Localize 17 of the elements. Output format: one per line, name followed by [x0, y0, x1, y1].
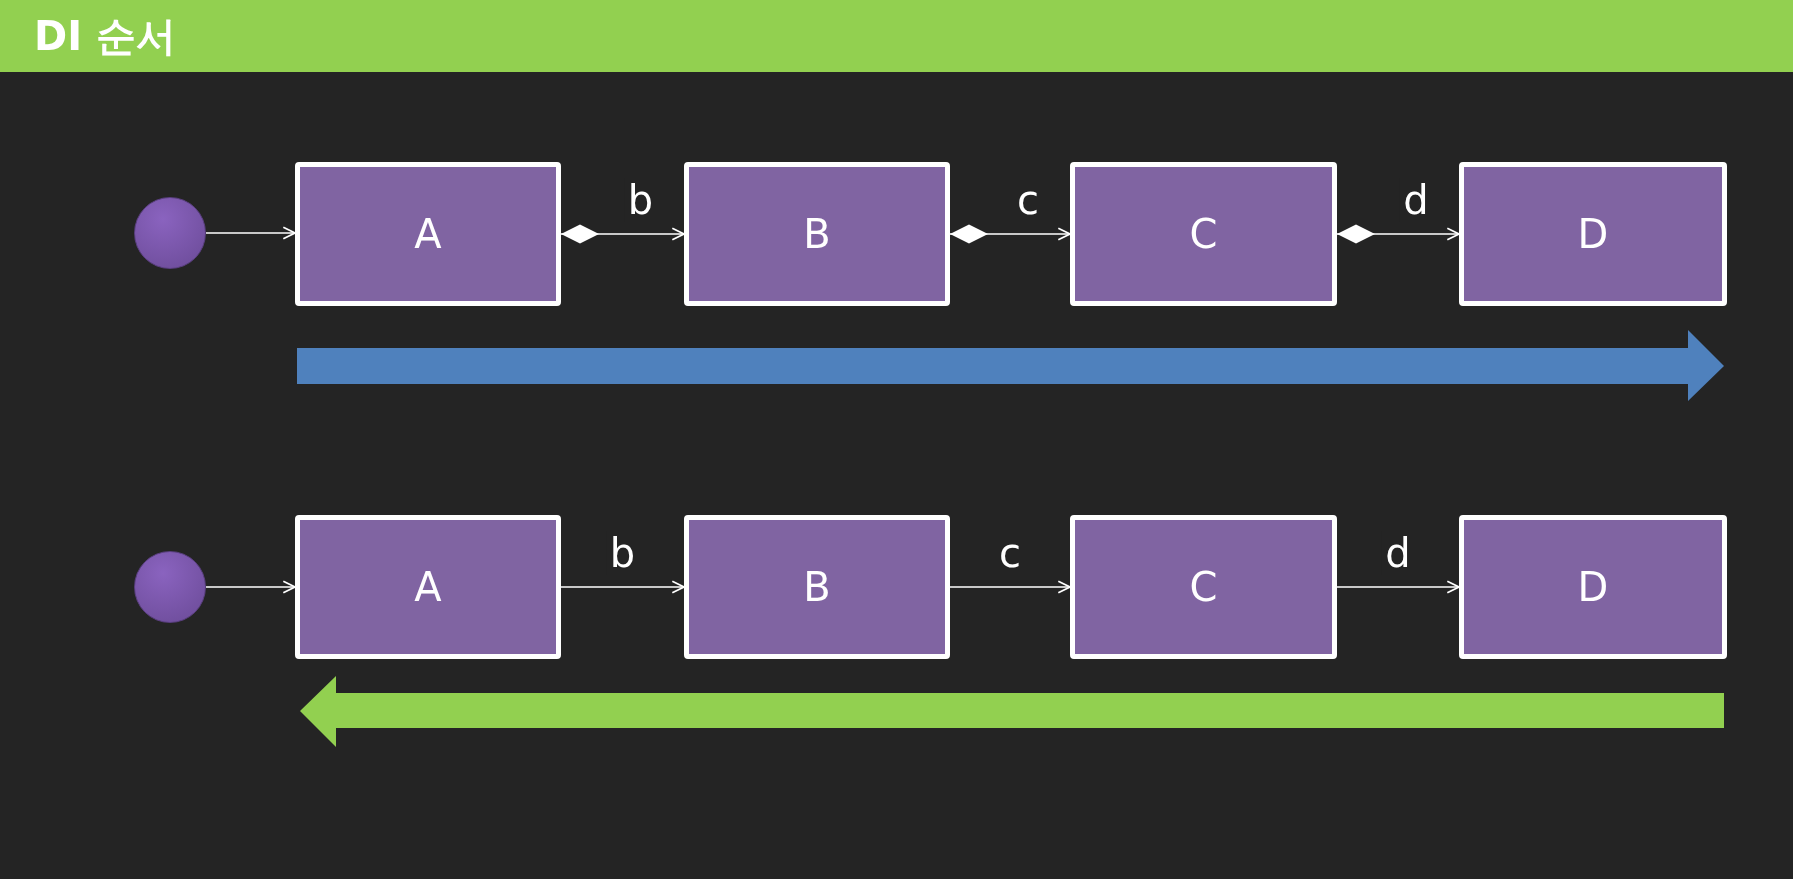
process-box: B: [684, 515, 950, 659]
arrow: [560, 580, 685, 594]
arrow: [205, 226, 296, 240]
process-box: D: [1459, 515, 1727, 659]
arrow: [949, 224, 1071, 244]
arrow: [949, 580, 1071, 594]
process-box: C: [1070, 515, 1337, 659]
arrow: [205, 580, 296, 594]
process-box: A: [295, 515, 561, 659]
arrow: [1336, 580, 1460, 594]
arrow: [560, 224, 685, 244]
process-box: C: [1070, 162, 1337, 306]
process-box: B: [684, 162, 950, 306]
process-box: A: [295, 162, 561, 306]
arrow: [1336, 224, 1460, 244]
title: DI 순서: [34, 12, 176, 61]
process-box: D: [1459, 162, 1727, 306]
